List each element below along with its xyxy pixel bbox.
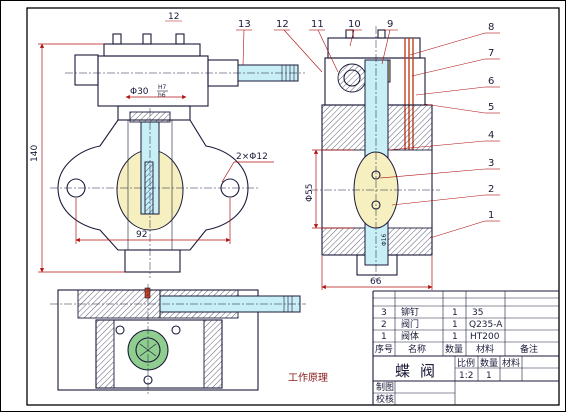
top-flange-corner-right: [203, 319, 223, 389]
part-callouts: 13 12 11 10 9 8 7 6 5 4 3 2: [236, 19, 500, 239]
callout-10: 10: [348, 19, 361, 30]
callout-9-leader: [381, 29, 391, 65]
label-material: 材料: [502, 357, 520, 369]
row-3-number: 3: [381, 308, 387, 318]
stem-diameter: Φ16: [381, 233, 388, 246]
row-2-name: 阀门: [401, 318, 419, 330]
callout-1-leader: [429, 220, 486, 239]
callout-13-leader: [242, 29, 245, 66]
quantity-value: 1: [486, 371, 492, 381]
callout-12-leader: [283, 29, 323, 73]
label-scale: 比例: [457, 357, 475, 369]
row-1-name: 阀体: [401, 330, 419, 342]
row-1-qty: 1: [452, 332, 458, 342]
drawing-title: 蝶阀: [395, 362, 445, 380]
callout-11: 11: [311, 19, 324, 30]
row-2-qty: 1: [452, 320, 458, 330]
callout-6: 6: [488, 76, 494, 87]
front-view: Φ30 H7 h6 140 92 2×Φ12: [30, 33, 305, 278]
side-wall-bottom-left: [321, 227, 366, 256]
row-1-material: HT200: [470, 332, 500, 342]
height-dimension: 140: [30, 145, 40, 162]
side-wall-bottom-right: [387, 227, 433, 256]
working-principle-note: 工作原理: [288, 372, 328, 384]
label-checked: 校核: [376, 393, 394, 405]
callout-8-leader: [409, 32, 486, 56]
label-quantity: 数量: [480, 357, 498, 369]
callout-5-leader: [423, 103, 486, 114]
fit-diameter: Φ30: [130, 87, 149, 97]
top-flange-corner-left: [95, 319, 115, 389]
callout-4-leader: [387, 140, 486, 151]
callout-13: 13: [238, 19, 251, 30]
label-drawn: 制图: [376, 381, 394, 393]
top-cover-section-right: [159, 289, 239, 297]
header-number: 序号: [375, 343, 393, 355]
callout-3-leader: [379, 168, 486, 179]
header-name: 名称: [408, 343, 426, 355]
sheet-inner-border: [26, 7, 560, 406]
top-label: 12: [168, 12, 179, 22]
side-bearing: [337, 63, 367, 93]
side-bearing-bore: [343, 69, 361, 87]
row-2-number: 2: [381, 320, 387, 330]
callout-4: 4: [488, 130, 494, 141]
row-3-qty: 1: [452, 308, 458, 318]
side-view: Φ55 Φ16 66: [305, 26, 440, 290]
callout-1: 1: [488, 210, 494, 221]
depth-dimension: 66: [370, 277, 382, 287]
row-2-material: Q235-A: [469, 320, 503, 330]
header-qty: 数量: [445, 343, 463, 355]
header-material: 材料: [476, 343, 494, 355]
top-view: [50, 284, 306, 396]
callout-9: 9: [387, 19, 393, 30]
front-left-boss: [74, 54, 99, 86]
width-dimension: 92: [136, 230, 147, 240]
callout-5: 5: [488, 102, 494, 113]
top-pin: [144, 287, 151, 299]
callout-12: 12: [276, 19, 289, 30]
holes-leader: [221, 161, 235, 183]
callout-2-leader: [391, 194, 486, 206]
row-3-name: 铆钉: [401, 306, 419, 318]
row-3-material: 35: [472, 308, 483, 318]
top-bolt-hole: [115, 325, 125, 335]
scale-value: 1:2: [459, 371, 473, 381]
callout-7-leader: [411, 58, 486, 77]
front-bottom-lug: [124, 249, 181, 273]
callout-8: 8: [488, 22, 494, 33]
callout-6-leader: [415, 86, 486, 96]
callout-3: 3: [488, 158, 494, 169]
callout-2: 2: [488, 184, 494, 195]
holes-dimension: 2×Φ12: [236, 152, 268, 162]
callout-10-leader: [349, 29, 355, 47]
callout-11-leader: [317, 29, 339, 73]
bore-dimension: Φ55: [305, 183, 315, 202]
title-block: 3 铆钉 1 35 2 阀门 1 Q235-A 1 阀体 1 HT200 序号 …: [372, 290, 559, 405]
header-remarks: 备注: [520, 343, 538, 355]
row-1-number: 1: [381, 332, 387, 342]
top-bolt-hole: [171, 325, 181, 335]
callout-7: 7: [488, 48, 494, 59]
side-wall-top-right: [387, 104, 433, 151]
side-wall-top-left: [321, 104, 366, 151]
top-cover-section-right-lower: [159, 311, 239, 319]
fit-hole-tolerance: H7: [158, 84, 167, 91]
fit-shaft-tolerance: h6: [158, 92, 166, 99]
